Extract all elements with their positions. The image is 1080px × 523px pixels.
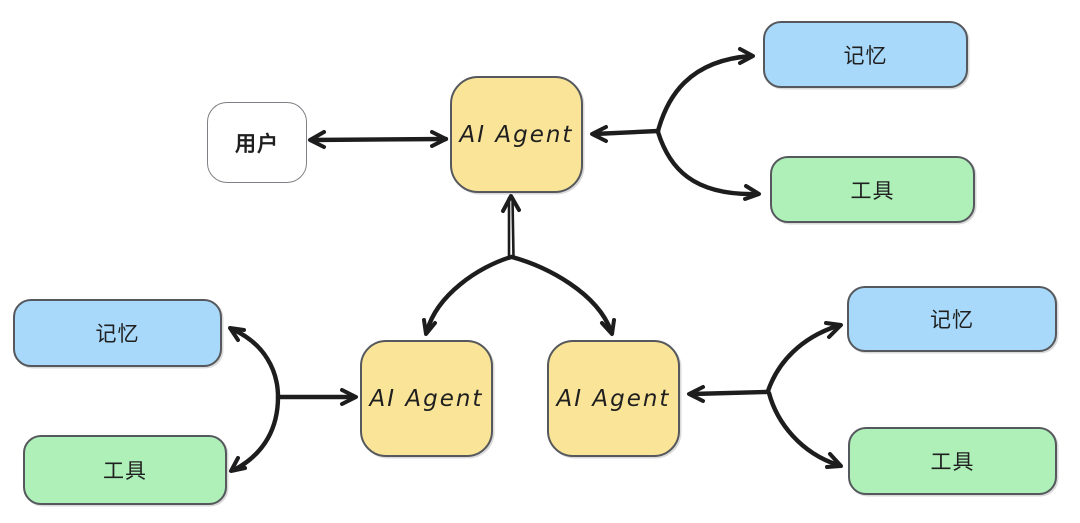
arrowhead-left-agent: [422, 318, 437, 336]
node-agent-top[interactable]: AI Agent: [450, 76, 583, 193]
arrowhead-to-agent: [340, 388, 358, 406]
node-agent-left-label: AI Agent: [369, 385, 484, 412]
node-memory-top-right[interactable]: 记忆: [763, 21, 968, 88]
node-agent-left[interactable]: AI Agent: [360, 340, 493, 457]
arrowhead-to-tools: [825, 452, 843, 469]
node-tools-left-label: 工具: [103, 459, 147, 483]
arrow-branch-top-right[interactable]: [590, 47, 761, 201]
node-memory-right-label: 记忆: [930, 308, 974, 332]
node-tools-top-label: 工具: [850, 178, 895, 203]
arrow-branch-bottom-left[interactable]: [228, 326, 358, 473]
node-memory-left[interactable]: 记忆: [13, 299, 222, 367]
arrow-subagents-to-top-agent[interactable]: [501, 194, 521, 259]
node-tools-right-label: 工具: [930, 450, 975, 474]
arrow-curve-right: [509, 254, 614, 334]
node-agent-right[interactable]: AI Agent: [547, 340, 680, 457]
node-agent-right-label: AI Agent: [556, 385, 671, 412]
node-tools-right[interactable]: 工具: [848, 427, 1057, 495]
arrow-split-to-subagents[interactable]: [422, 254, 616, 336]
arrow-shaft: [308, 136, 449, 143]
arrowhead-to-tools: [229, 456, 247, 473]
arrow-curve-to-memory: [765, 323, 840, 394]
arrowhead-to-memory: [824, 321, 843, 339]
arrow-user-agent[interactable]: [308, 130, 449, 149]
node-memory-right[interactable]: 记忆: [847, 286, 1057, 352]
arrow-shaft: [689, 389, 769, 397]
arrow-curve-left: [424, 254, 514, 334]
node-tools-top-right[interactable]: 工具: [770, 156, 975, 223]
arrow-curve-to-memory: [231, 327, 281, 400]
arrowhead-right-agent: [600, 318, 616, 336]
node-tools-left[interactable]: 工具: [23, 435, 227, 505]
arrow-curve-to-tools: [655, 129, 761, 197]
node-memory-top-label: 记忆: [843, 43, 888, 68]
arrowhead-to-memory: [228, 326, 246, 342]
arrowhead-up: [501, 194, 521, 213]
arrow-curve-to-tools: [231, 394, 281, 473]
arrowhead-to-agent: [687, 385, 705, 403]
node-memory-left-label: 记忆: [95, 322, 140, 346]
arrow-shaft-2: [511, 196, 515, 259]
arrowhead-left: [308, 130, 326, 149]
arrowhead-to-memory: [738, 47, 755, 65]
node-user-label: 用户: [235, 131, 279, 156]
node-agent-top-label: AI Agent: [459, 121, 574, 148]
arrow-curve-to-memory: [655, 53, 755, 134]
arrow-branch-bottom-right[interactable]: [687, 321, 843, 469]
arrowhead-to-tools: [743, 184, 761, 201]
arrow-shaft: [591, 128, 661, 137]
arrowhead-to-agent: [590, 125, 608, 143]
arrowhead-right: [430, 130, 448, 148]
node-user[interactable]: 用户: [207, 102, 307, 183]
arrow-curve-to-tools: [766, 390, 841, 468]
